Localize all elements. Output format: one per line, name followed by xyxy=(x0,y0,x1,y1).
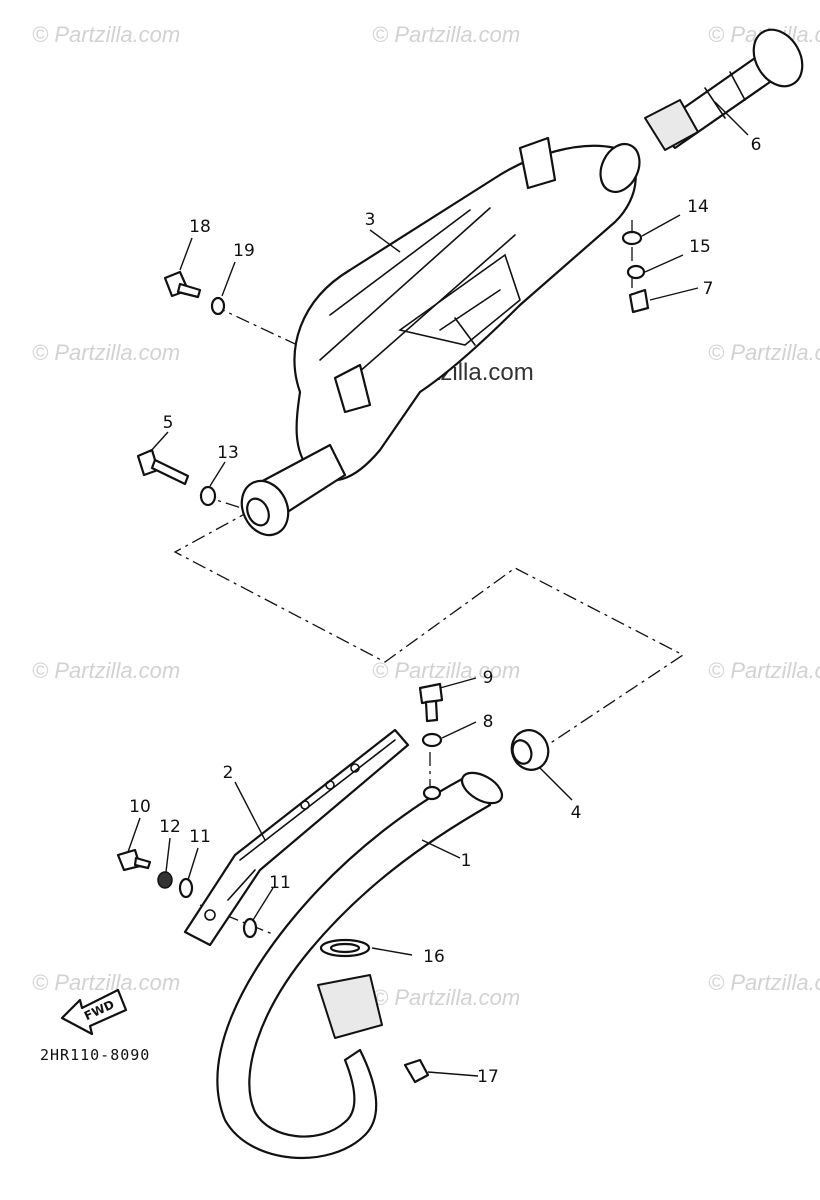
callout-14: 14 xyxy=(687,197,709,217)
callout-2: 2 xyxy=(223,763,234,783)
callout-3: 3 xyxy=(365,210,376,230)
callout-11b: 11 xyxy=(269,873,291,893)
watermark: © Partzilla.com xyxy=(32,658,180,683)
tail-pipe xyxy=(644,28,804,151)
callout-8: 8 xyxy=(483,712,494,732)
upper-fasteners xyxy=(136,230,650,507)
callout-numbers: 3 6 14 15 7 18 19 5 13 9 8 4 1 2 10 12 1… xyxy=(129,135,761,1087)
lower-fasteners xyxy=(116,682,550,1084)
watermark: © Partzilla.com xyxy=(708,658,820,683)
callout-17: 17 xyxy=(477,1067,499,1087)
watermark: © Partzilla.com xyxy=(372,22,520,47)
diagram-code: 2HR110-8090 xyxy=(40,1046,150,1064)
watermark: © Partzilla.com xyxy=(708,340,820,365)
watermark: © Partzilla.com xyxy=(32,22,180,47)
callout-13: 13 xyxy=(217,443,239,463)
callout-6: 6 xyxy=(751,135,762,155)
callout-18: 18 xyxy=(189,217,211,237)
callout-11a: 11 xyxy=(189,827,211,847)
watermark: © Partzilla.com xyxy=(708,970,820,995)
watermark: © Partzilla.com xyxy=(372,985,520,1010)
callout-16: 16 xyxy=(423,947,445,967)
callout-19: 19 xyxy=(233,241,255,261)
watermarks: © Partzilla.com © Partzilla.com © Partzi… xyxy=(32,22,820,1010)
callout-5: 5 xyxy=(163,413,174,433)
watermark: © Partzilla.com xyxy=(32,970,180,995)
heat-protector xyxy=(183,728,410,947)
callout-12: 12 xyxy=(159,817,181,837)
watermark: © Partzilla.com xyxy=(372,658,520,683)
callout-7: 7 xyxy=(703,279,714,299)
watermark: © Partzilla.com xyxy=(32,340,180,365)
leader-lines xyxy=(127,101,749,1077)
muffler xyxy=(240,136,641,537)
callout-4: 4 xyxy=(571,803,582,823)
exhaust-pipe xyxy=(216,771,504,1160)
fwd-arrow: FWD xyxy=(60,988,128,1036)
callout-10: 10 xyxy=(129,797,151,817)
callout-1: 1 xyxy=(461,851,472,871)
callout-9: 9 xyxy=(483,668,494,688)
callout-15: 15 xyxy=(689,237,711,257)
